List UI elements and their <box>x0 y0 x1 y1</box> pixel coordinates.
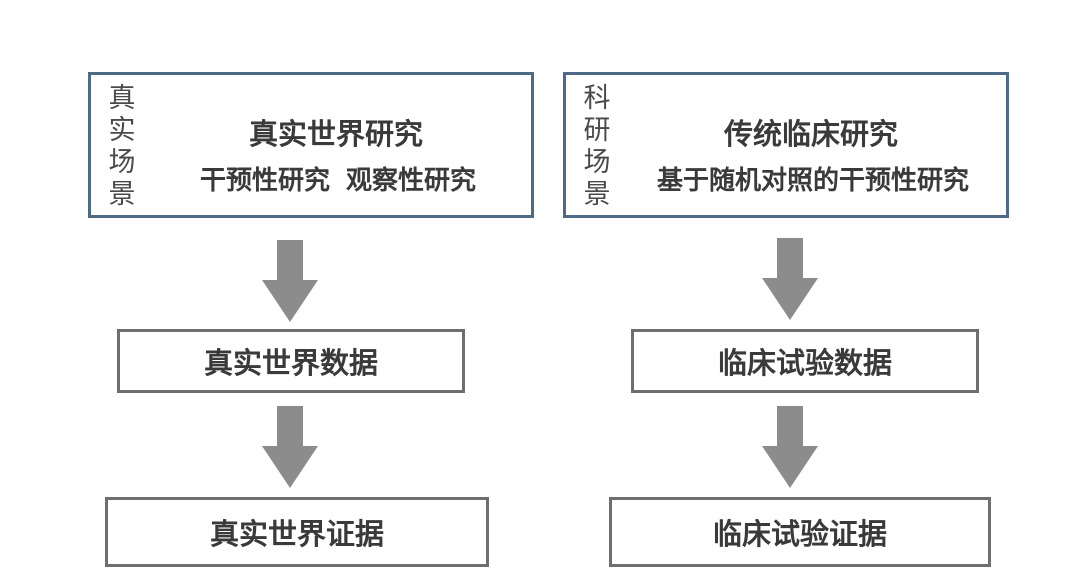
research-scene-side-label: 科 研 场 景 <box>580 83 614 211</box>
interventional-research-label: 干预性研究 <box>199 166 330 196</box>
real-world-evidence-box: 真实世界证据 <box>105 497 489 567</box>
down-arrow-icon <box>262 240 318 322</box>
side-label-char: 景 <box>108 179 136 210</box>
side-label-char: 场 <box>583 147 611 178</box>
clinical-trial-evidence-box: 临床试验证据 <box>609 497 991 567</box>
observational-research-label: 观察性研究 <box>346 166 477 196</box>
side-label-char: 实 <box>108 115 136 146</box>
clinical-trial-data-box: 临床试验数据 <box>631 329 979 393</box>
side-label-char: 科 <box>583 83 611 114</box>
real-world-scene-side-label: 真 实 场 景 <box>105 83 139 211</box>
side-label-char: 景 <box>583 179 611 210</box>
side-label-char: 真 <box>108 83 136 114</box>
down-arrow-icon <box>262 406 318 488</box>
down-arrow-icon <box>762 238 818 320</box>
research-scene-box: 科 研 场 景 传统临床研究 基于随机对照的干预性研究 <box>563 72 1009 218</box>
traditional-clinical-research-subtitle: 基于随机对照的干预性研究 <box>656 166 969 196</box>
real-world-research-title: 真实世界研究 <box>248 117 423 151</box>
traditional-clinical-research-title: 传统临床研究 <box>723 117 898 151</box>
real-world-data-box: 真实世界数据 <box>117 329 465 393</box>
real-world-scene-box: 真 实 场 景 真实世界研究 干预性研究观察性研究 <box>88 72 534 218</box>
real-world-research-subtitle: 干预性研究观察性研究 <box>151 166 525 196</box>
down-arrow-icon <box>762 406 818 488</box>
side-label-char: 研 <box>583 115 611 146</box>
side-label-char: 场 <box>108 147 136 178</box>
